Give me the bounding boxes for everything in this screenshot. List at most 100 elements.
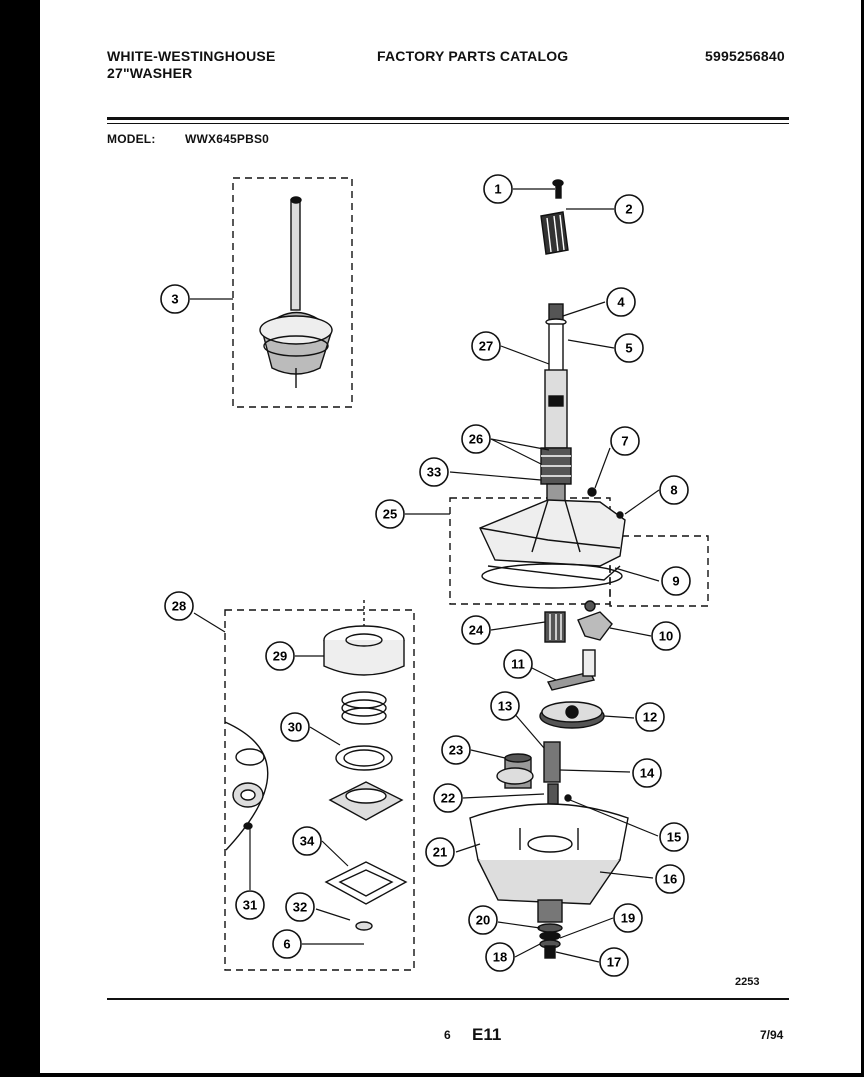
callout-15: 15 [659,822,689,852]
header-rule-thin [107,123,789,124]
agitator-shaft-assembly [259,196,333,388]
callout-34: 34 [292,826,322,856]
svg-text:2: 2 [625,202,632,217]
callout-29: 29 [265,641,295,671]
svg-text:11: 11 [511,657,525,672]
assembly-3-box [232,177,353,408]
header-rule-thick [107,117,789,120]
svg-text:15: 15 [667,830,681,845]
callout-31: 31 [235,890,265,920]
callout-26: 26 [461,424,491,454]
svg-text:22: 22 [441,791,455,806]
gear-case-cover [479,487,626,589]
callout-30: 30 [280,712,310,742]
page-number: 6 [444,1028,451,1042]
callout-24: 24 [461,615,491,645]
callout-7: 7 [610,426,640,456]
scan-bottom-edge [0,1073,864,1077]
svg-text:9: 9 [672,574,679,589]
callout-17: 17 [599,947,629,977]
callout-22: 22 [433,783,463,813]
svg-text:24: 24 [469,623,484,638]
callout-2: 2 [614,194,644,224]
model-label: MODEL: [107,132,156,146]
brake-assembly-parts [224,600,408,931]
scan-margin-bar [0,0,40,1077]
callout-28: 28 [164,591,194,621]
section-code: E11 [472,1025,502,1044]
svg-text:6: 6 [283,937,290,952]
svg-text:31: 31 [243,898,257,913]
crank-and-drive-gear [539,649,605,729]
callout-32: 32 [285,892,315,922]
svg-text:8: 8 [670,483,677,498]
catalog-title: FACTORY PARTS CATALOG [377,48,569,64]
scan-right-edge [861,0,864,1077]
svg-text:34: 34 [300,834,315,849]
callout-18: 18 [485,942,515,972]
callout-4: 4 [606,287,636,317]
svg-text:18: 18 [493,950,507,965]
svg-text:32: 32 [293,900,307,915]
callout-1: 1 [483,174,513,204]
callout-25: 25 [375,499,405,529]
catalog-number: 5995256840 [705,48,785,64]
callout-markers: 1 2 3 4 5 27 26 7 33 25 8 9 28 24 10 29 … [160,174,691,977]
svg-text:26: 26 [469,432,483,447]
assembly-9-box [609,535,709,607]
callout-19: 19 [613,903,643,933]
callout-6: 6 [272,929,302,959]
catalog-date: 7/94 [760,1028,784,1042]
bolt-and-cap [540,179,569,255]
product-name: 27"WASHER [107,65,193,81]
svg-text:17: 17 [607,955,621,970]
svg-text:10: 10 [659,629,673,644]
callout-20: 20 [468,905,498,935]
diagram-number: 2253 [735,976,760,988]
svg-text:1: 1 [494,182,501,197]
svg-text:28: 28 [172,599,186,614]
svg-text:13: 13 [498,699,512,714]
callout-21: 21 [425,837,455,867]
svg-text:5: 5 [625,341,632,356]
seal-and-bearings [537,923,563,959]
svg-text:30: 30 [288,720,302,735]
callout-12: 12 [635,702,665,732]
callout-3: 3 [160,284,190,314]
callout-13: 13 [490,691,520,721]
callout-23: 23 [441,735,471,765]
svg-text:4: 4 [617,295,625,310]
svg-text:7: 7 [621,434,628,449]
callout-leaders [190,188,660,963]
callout-8: 8 [659,475,689,505]
pinion-and-crank [544,600,613,643]
assembly-28-box [224,609,415,971]
svg-text:27: 27 [479,339,493,354]
model-value: WWX645PBS0 [185,132,270,146]
svg-text:19: 19 [621,911,635,926]
brand-name: WHITE-WESTINGHOUSE [107,48,276,64]
callout-27: 27 [471,331,501,361]
callout-10: 10 [651,621,681,651]
svg-text:12: 12 [643,710,657,725]
svg-text:29: 29 [273,649,287,664]
callout-16: 16 [655,864,685,894]
svg-text:23: 23 [449,743,463,758]
callout-11: 11 [503,649,533,679]
svg-text:21: 21 [433,845,447,860]
callout-14: 14 [632,758,662,788]
svg-text:25: 25 [383,507,397,522]
shaft-gears [496,741,572,805]
callout-9: 9 [661,566,691,596]
svg-text:20: 20 [476,913,490,928]
transmission-shaft [540,303,572,505]
gear-case [469,803,629,923]
svg-text:3: 3 [171,292,178,307]
svg-text:33: 33 [427,465,441,480]
footer-rule [107,998,789,1000]
svg-text:14: 14 [640,766,655,781]
callout-5: 5 [614,333,644,363]
callout-33: 33 [419,457,449,487]
